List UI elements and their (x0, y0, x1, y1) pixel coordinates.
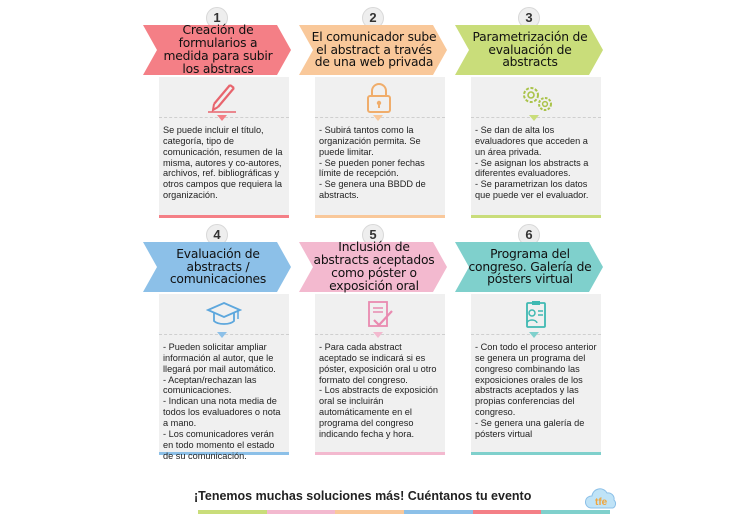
step-title-banner: Parametrización de evaluación de abstrac… (455, 23, 603, 77)
icon-area (159, 77, 289, 118)
step-title-banner: Programa del congreso. Galería de póster… (455, 240, 603, 294)
pointer-arrow (373, 332, 383, 338)
footer-bar-segment (472, 510, 542, 514)
chevron-arrow-shape (143, 242, 291, 292)
step-title: El comunicador sube el abstract a través… (311, 29, 437, 70)
icon-area (315, 77, 445, 118)
icon-area (471, 294, 601, 335)
chevron-arrow-shape (143, 25, 291, 75)
step-title: Evaluación de abstracts / comunicaciones (169, 246, 267, 287)
step-title: Parametrización de evaluación de abstrac… (472, 29, 588, 70)
footer-bar-segment (266, 510, 336, 514)
footer-bar-segment (198, 510, 267, 514)
footer-bar-segment (335, 510, 405, 514)
gears-icon (523, 87, 552, 111)
step-title-banner: Inclusión de abstracts aceptados como pó… (299, 240, 447, 294)
step-title-banner: Evaluación de abstracts / comunicaciones (143, 240, 291, 294)
pointer-arrow (373, 115, 383, 121)
step-description: - Se dan de alta los evaluadores que acc… (475, 125, 589, 201)
chevron-arrow-shape (299, 242, 447, 292)
chevron-arrow-shape (455, 25, 603, 75)
pointer-arrow (217, 115, 227, 121)
footer-bar-segment (404, 510, 473, 514)
step-description: - Subirá tantos como la organización per… (319, 125, 426, 201)
step-title-banner: Creación de formularios a medida para su… (143, 23, 291, 77)
step-title-banner: El comunicador sube el abstract a través… (299, 23, 447, 77)
icon-area (159, 294, 289, 335)
step-description: - Con todo el proceso anterior se genera… (475, 342, 597, 439)
step-title: Inclusión de abstracts aceptados como pó… (313, 240, 435, 293)
chevron-arrow-shape (455, 242, 603, 292)
padlock-icon (367, 83, 391, 113)
step-title: Programa del congreso. Galería de póster… (468, 246, 592, 287)
step-description: - Para cada abstract aceptado se indicar… (319, 342, 438, 439)
graduation-cap-icon (206, 302, 242, 325)
step-description: Se puede incluir el título, categoría, t… (163, 125, 283, 201)
pen-icon (208, 84, 236, 113)
footer-color-bar (198, 510, 611, 514)
logo-text: tfe (595, 497, 608, 508)
step-number: 2 (362, 7, 384, 29)
step-panel: - Con todo el proceso anterior se genera… (471, 294, 601, 455)
footer-call-to-action: ¡Tenemos muchas soluciones más! Cuéntano… (194, 489, 532, 503)
step-description: - Pueden solicitar ampliar información a… (163, 342, 281, 461)
step-panel: - Se dan de alta los evaluadores que acc… (471, 77, 601, 218)
footer-bar-segment (541, 510, 611, 514)
step-panel: - Pueden solicitar ampliar información a… (159, 294, 289, 461)
step-panel: - Subirá tantos como la organización per… (315, 77, 445, 218)
pointer-arrow (529, 332, 539, 338)
step-panel: - Para cada abstract aceptado se indicar… (315, 294, 445, 455)
approved-document-icon (368, 301, 393, 327)
cloud-logo-icon: tfe (585, 488, 617, 509)
step-title: Creación de formularios a medida para su… (163, 23, 273, 76)
step-panel: Se puede incluir el título, categoría, t… (159, 77, 289, 218)
icon-area (471, 77, 601, 118)
program-clipboard-icon (526, 301, 546, 328)
pointer-arrow (217, 332, 227, 338)
pointer-arrow (529, 115, 539, 121)
chevron-arrow-shape (299, 25, 447, 75)
icon-area (315, 294, 445, 335)
